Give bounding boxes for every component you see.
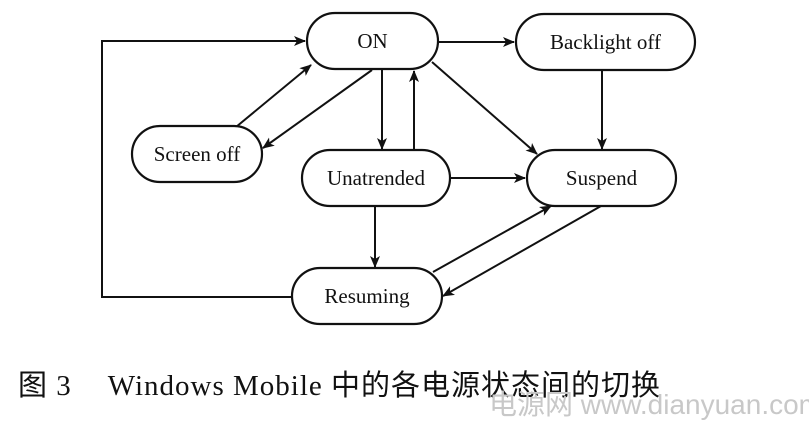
edge-resuming-to-on — [101, 36, 306, 298]
node-resuming-shape — [290, 266, 444, 326]
edge-on-to-suspend — [431, 61, 538, 155]
node-on-label: ON — [357, 29, 387, 53]
node-screen-off-label: Screen off — [154, 142, 241, 166]
node-unattended-shape — [300, 148, 452, 208]
node-screen-off: Screen off — [130, 124, 264, 184]
figure-number: 图 3 — [18, 370, 72, 402]
state-diagram: ON Backlight off Screen off Unatrended S… — [101, 11, 697, 326]
node-suspend-label: Suspend — [566, 166, 638, 190]
node-suspend: Suspend — [525, 148, 678, 208]
node-unattended: Unatrended — [300, 148, 452, 208]
node-resuming: Resuming — [290, 266, 444, 326]
caption-text: Windows Mobile 中的各电源状态间的切换 — [107, 370, 662, 402]
node-on: ON — [305, 11, 440, 71]
node-screen-off-shape — [130, 124, 264, 184]
edge-on-to-screen-off — [262, 69, 373, 149]
edge-resuming-to-suspend — [432, 205, 552, 273]
node-suspend-shape — [525, 148, 678, 208]
edge-suspend-to-resuming — [442, 205, 602, 297]
edges — [101, 36, 607, 298]
watermark: 电源网 www.dianyuan.com — [489, 389, 809, 420]
node-on-shape — [305, 11, 440, 71]
node-backlight-off-label: Backlight off — [550, 30, 661, 54]
figure-caption: 图 3 Windows Mobile 中的各电源状态间的切换 — [18, 362, 661, 404]
node-unattended-label: Unatrended — [327, 166, 425, 190]
node-backlight-off: Backlight off — [514, 12, 697, 72]
node-backlight-off-shape — [514, 12, 697, 72]
edge-screen-off-to-on — [235, 64, 312, 128]
node-resuming-label: Resuming — [324, 284, 410, 308]
